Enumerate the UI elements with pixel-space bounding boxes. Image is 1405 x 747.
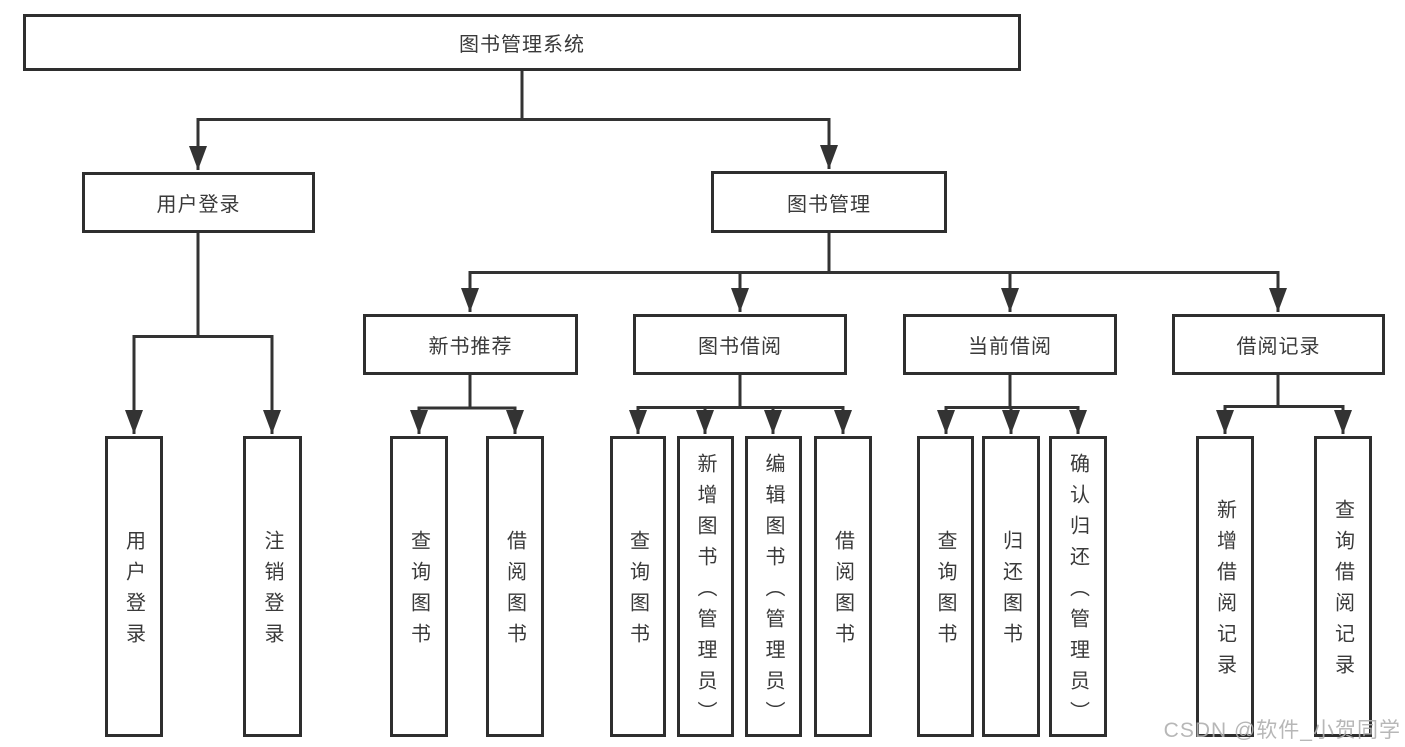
leaf-borrow-add-book-admin: 新增图书（管理员）: [677, 436, 734, 737]
leaf-current-query-book-label: 查询图书: [934, 530, 956, 654]
leaf-logout: 注销登录: [243, 436, 302, 737]
node-borrowing-records-label: 借阅记录: [1236, 336, 1321, 358]
node-user-login-label: 用户登录: [156, 194, 241, 216]
leaf-current-confirm-return-admin-label: 确认归还（管理员）: [1066, 452, 1089, 732]
leaf-user-login: 用户登录: [105, 436, 163, 737]
node-book-management-label: 图书管理: [787, 193, 871, 216]
leaf-current-query-book: 查询图书: [917, 436, 974, 737]
node-new-book-recommendation-label: 新书推荐: [428, 336, 513, 358]
leaf-records-query-record-label: 查询借阅记录: [1331, 499, 1354, 685]
leaf-records-query-record: 查询借阅记录: [1314, 436, 1372, 737]
leaf-user-login-label: 用户登录: [122, 530, 145, 654]
node-borrowing-records: 借阅记录: [1172, 314, 1385, 375]
watermark: CSDN @软件_小贺同学: [1163, 719, 1401, 742]
node-current-borrowing: 当前借阅: [903, 314, 1117, 375]
leaf-recommend-query-book-label: 查询图书: [407, 530, 430, 654]
leaf-borrow-borrow-book-label: 借阅图书: [831, 530, 854, 654]
node-user-login: 用户登录: [82, 172, 315, 233]
leaf-records-add-record-label: 新增借阅记录: [1213, 499, 1236, 685]
leaf-recommend-borrow-book: 借阅图书: [486, 436, 544, 737]
leaf-recommend-query-book: 查询图书: [390, 436, 448, 737]
leaf-current-return-book: 归还图书: [982, 436, 1040, 737]
node-current-borrowing-label: 当前借阅: [968, 336, 1052, 358]
node-new-book-recommendation: 新书推荐: [363, 314, 578, 375]
leaf-records-add-record: 新增借阅记录: [1196, 436, 1254, 737]
leaf-logout-label: 注销登录: [261, 530, 283, 654]
leaf-borrow-query-book-label: 查询图书: [626, 530, 649, 654]
leaf-borrow-add-book-admin-label: 新增图书（管理员）: [694, 452, 716, 732]
leaf-borrow-query-book: 查询图书: [610, 436, 666, 737]
leaf-borrow-borrow-book: 借阅图书: [814, 436, 872, 737]
leaf-borrow-edit-book-admin: 编辑图书（管理员）: [745, 436, 802, 737]
node-book-borrowing-label: 图书借阅: [698, 336, 782, 358]
node-book-borrowing: 图书借阅: [633, 314, 847, 375]
node-root-label: 图书管理系统: [459, 34, 585, 56]
leaf-current-return-book-label: 归还图书: [999, 530, 1022, 654]
leaf-current-confirm-return-admin: 确认归还（管理员）: [1049, 436, 1107, 737]
leaf-recommend-borrow-book-label: 借阅图书: [503, 530, 526, 654]
leaf-borrow-edit-book-admin-label: 编辑图书（管理员）: [762, 452, 784, 732]
node-book-management: 图书管理: [711, 171, 947, 233]
node-root: 图书管理系统: [23, 14, 1021, 71]
